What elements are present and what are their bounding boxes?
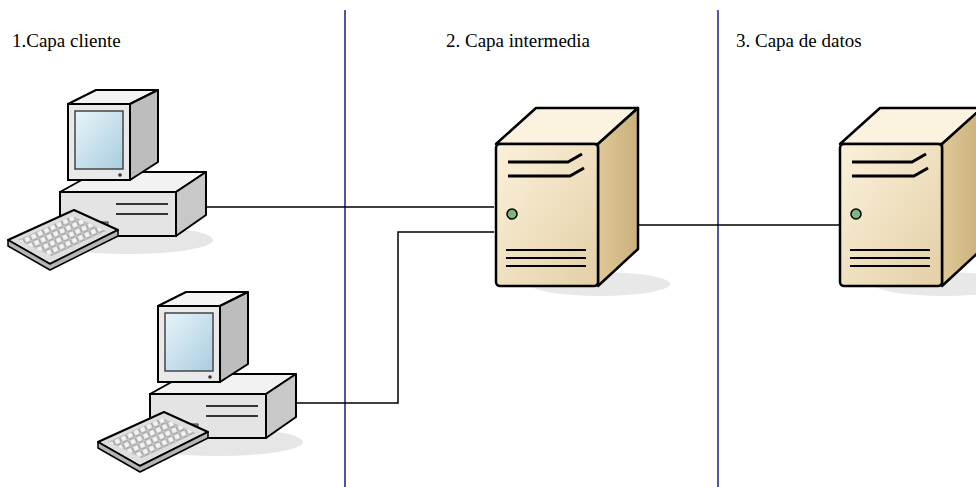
tier-divider: [344, 10, 346, 487]
tier-divider: [717, 10, 719, 487]
network-wire: [198, 206, 494, 208]
tier-label: 3. Capa de datos: [736, 30, 862, 53]
network-wire: [636, 224, 840, 226]
tier-label: 2. Capa intermedia: [446, 30, 590, 53]
network-wire: [290, 232, 494, 403]
tier-label: 1.Capa cliente: [12, 30, 121, 53]
